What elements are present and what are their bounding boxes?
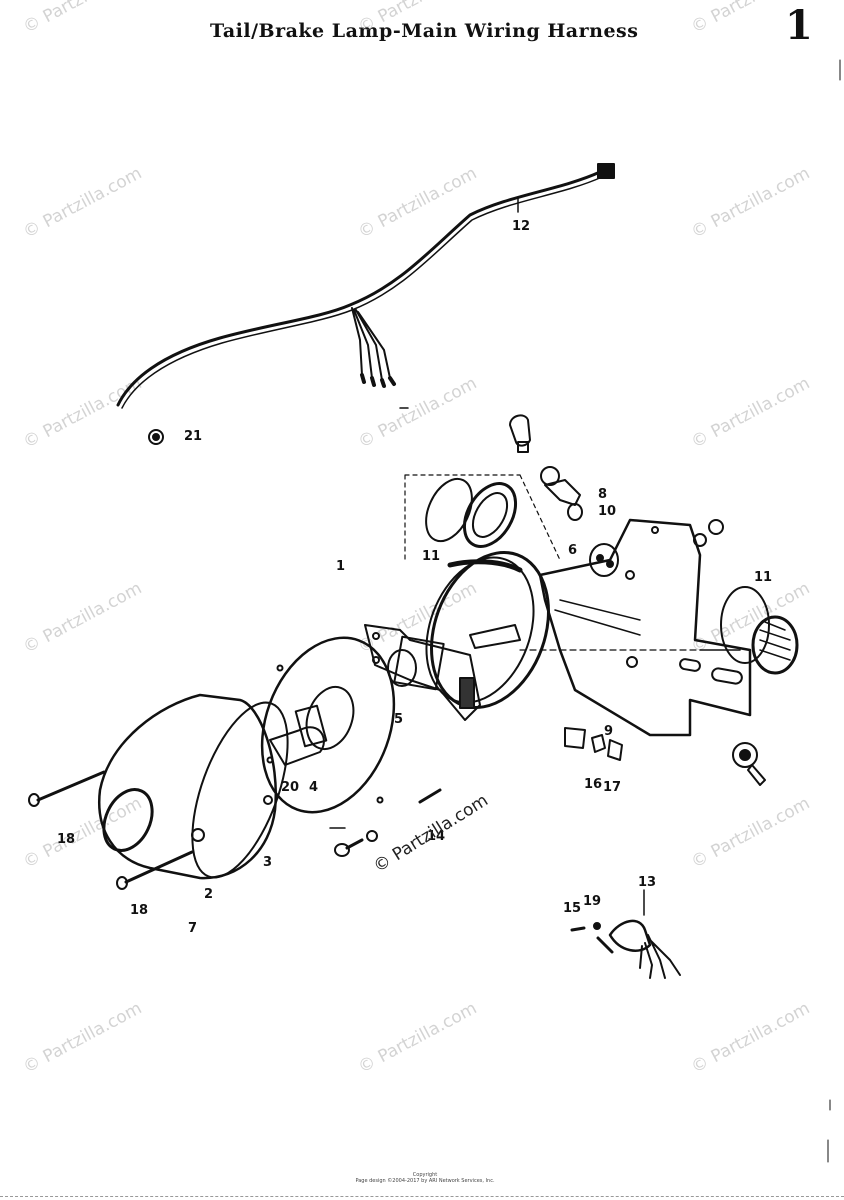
main-wiring-harness <box>116 163 615 409</box>
bulb-socket-bracket <box>364 624 481 721</box>
callout-16: 16 <box>584 777 603 792</box>
bulb-upper <box>509 414 531 453</box>
callout-10: 10 <box>598 504 617 519</box>
callout-20: 20 <box>281 780 300 795</box>
callout-11: 11 <box>754 570 773 585</box>
callout-14: 14 <box>427 829 446 844</box>
copyright-line: Page design ©2004-2017 by ARI Network Se… <box>355 1178 495 1184</box>
callout-3: 3 <box>263 855 273 870</box>
license-plate-bracket <box>519 518 752 737</box>
long-screw-upper <box>28 770 106 807</box>
lamp-lens <box>425 477 518 548</box>
bulb-socket-8 <box>540 466 583 521</box>
callout-5: 5 <box>394 712 404 727</box>
lamp-lead-wire <box>570 889 681 979</box>
page-number: 1 <box>785 2 813 49</box>
callout-11: 11 <box>422 549 441 564</box>
nut-upper-right <box>693 519 724 547</box>
callout-6: 6 <box>568 543 578 558</box>
lamp-gasket <box>260 636 396 814</box>
callout-8: 8 <box>598 487 608 502</box>
callout-7: 7 <box>188 921 198 936</box>
callout-9: 9 <box>604 724 614 739</box>
copyright-notice: Copyright Page design ©2004-2017 by ARI … <box>350 1172 500 1184</box>
callout-13: 13 <box>638 875 657 890</box>
callout-1: 1 <box>336 559 346 574</box>
long-screw-lower <box>116 850 194 890</box>
callout-19: 19 <box>583 894 602 909</box>
lamp-housing-reflector <box>425 551 550 709</box>
grommet <box>148 429 164 445</box>
callout-4: 4 <box>309 780 319 795</box>
callout-12: 12 <box>512 219 531 234</box>
tail-bulb <box>269 704 328 766</box>
callout-2: 2 <box>204 887 214 902</box>
license-lamp <box>720 586 799 675</box>
mounting-screw <box>334 788 442 857</box>
callout-21: 21 <box>184 429 203 444</box>
callout-18: 18 <box>130 903 149 918</box>
callout-18: 18 <box>57 832 76 847</box>
rubber-grommet <box>589 543 619 577</box>
callout-15: 15 <box>563 901 582 916</box>
tail-lamp-lens <box>97 693 289 880</box>
page-bottom-rule <box>0 1196 844 1197</box>
copyright-line: Copyright <box>412 1172 438 1178</box>
page-title: Tail/Brake Lamp-Main Wiring Harness <box>210 20 639 42</box>
nut-lower-right <box>732 742 766 786</box>
callout-17: 17 <box>603 780 622 795</box>
nut-and-washer <box>564 727 623 761</box>
